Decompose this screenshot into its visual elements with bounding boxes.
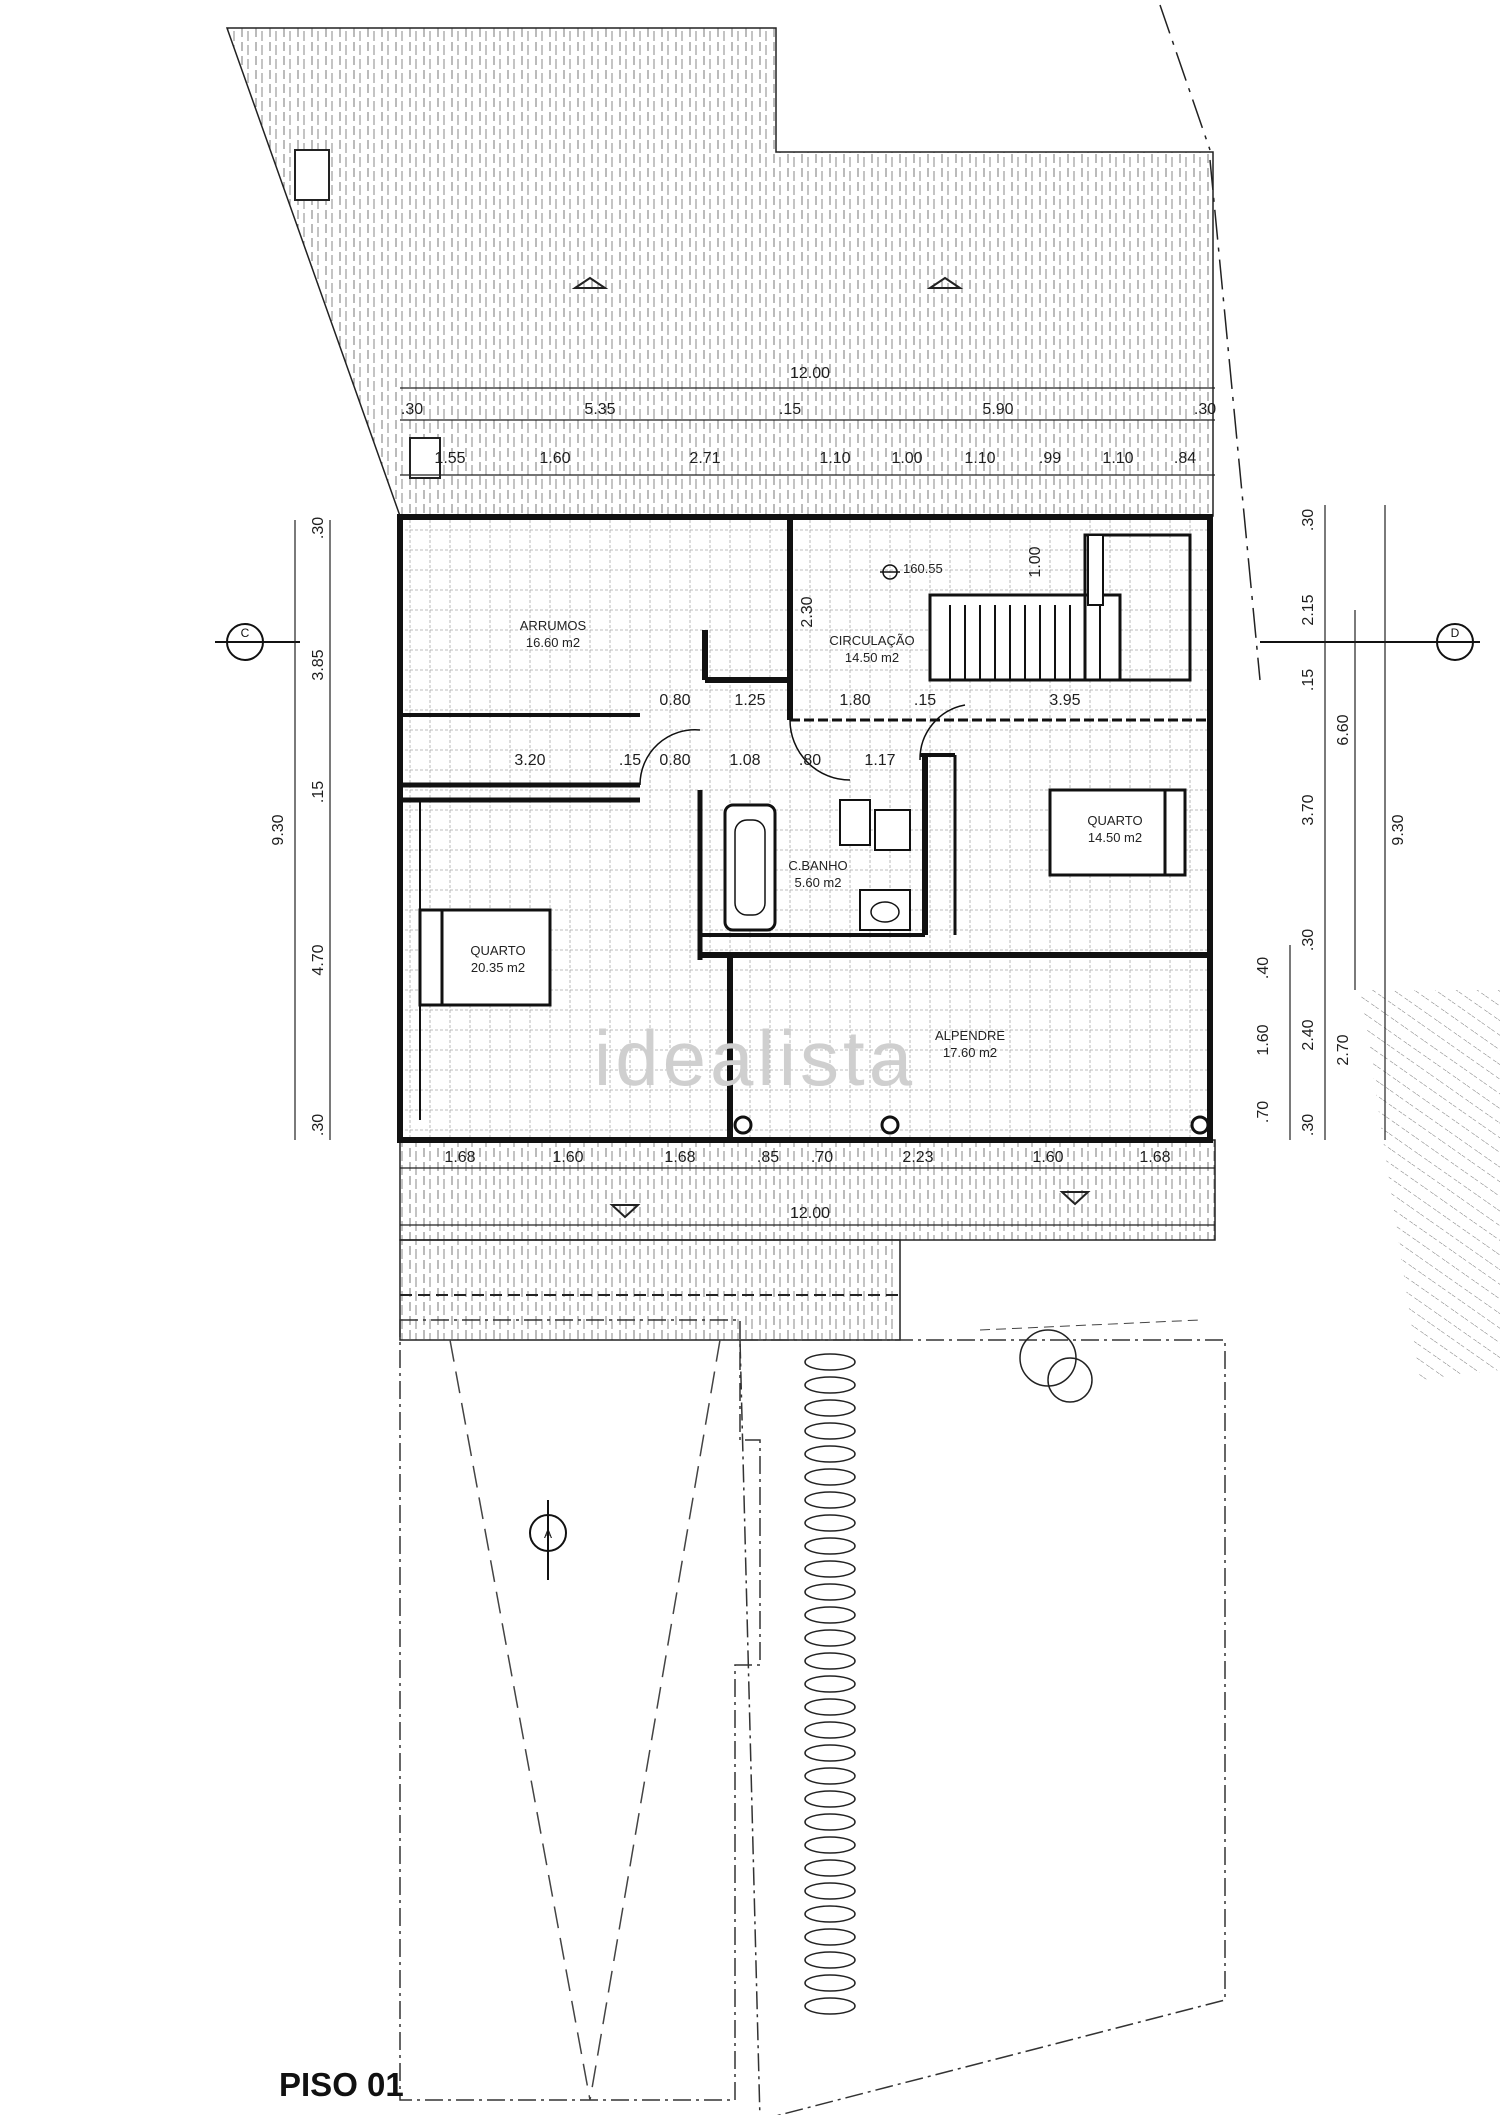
section-marker-c: C xyxy=(215,623,300,661)
dim-top-r2-g: .99 xyxy=(1039,450,1061,467)
dim-bot-b: 1.60 xyxy=(552,1149,583,1166)
dim-bot-h: 1.68 xyxy=(1139,1149,1170,1166)
dim-left-b: 3.85 xyxy=(310,649,327,680)
dim-top-r1-a: .30 xyxy=(401,401,423,418)
dim-stair-b: 1.00 xyxy=(1027,546,1044,577)
room-arrumos-name: ARRUMOS xyxy=(520,618,587,633)
dim-inner-r2-e: .80 xyxy=(799,752,821,769)
dim-bot-total: 12.00 xyxy=(790,1205,830,1222)
room-alpendre-name: ALPENDRE xyxy=(935,1028,1005,1043)
dim-top-r2-b: 1.60 xyxy=(539,450,570,467)
dim-inner-r2-d: 1.08 xyxy=(729,752,760,769)
dim-bot-e: .70 xyxy=(811,1149,833,1166)
room-banho-area: 5.60 m2 xyxy=(795,875,842,890)
section-a-label: A xyxy=(544,1527,552,1541)
dim-bot-g: 1.60 xyxy=(1032,1149,1063,1166)
dim-right-low-b2: .30 xyxy=(1300,1114,1317,1136)
room-quarto-east-area: 14.50 m2 xyxy=(1088,830,1142,845)
room-arrumos-area: 16.60 m2 xyxy=(526,635,580,650)
dim-inner-r1-b: 1.25 xyxy=(734,692,765,709)
dim-right-d: 3.70 xyxy=(1300,794,1317,825)
dimension-lines xyxy=(294,387,1386,1226)
dim-right-low-c: 2.70 xyxy=(1335,1034,1352,1065)
dim-left-c: .15 xyxy=(310,781,327,803)
dim-top-r1-c: .15 xyxy=(779,401,801,418)
dim-top-r2-f: 1.10 xyxy=(964,450,995,467)
dim-top-r2-d: 1.10 xyxy=(819,450,850,467)
dim-right-c: .15 xyxy=(1300,669,1317,691)
dim-right-a: .30 xyxy=(1300,509,1317,531)
room-alpendre-area: 17.60 m2 xyxy=(943,1045,997,1060)
dim-inner-r1-e: 3.95 xyxy=(1049,692,1080,709)
dim-stair-a: 2.30 xyxy=(799,596,816,627)
room-banho-name: C.BANHO xyxy=(788,858,847,873)
dim-right-low-a3: .70 xyxy=(1255,1101,1272,1123)
dim-right-low-a1: .40 xyxy=(1255,957,1272,979)
dim-top-r2-h: 1.10 xyxy=(1102,450,1133,467)
dim-top-r2-a: 1.55 xyxy=(434,450,465,467)
dim-top-r2-e: 1.00 xyxy=(891,450,922,467)
dim-inner-r2-b: .15 xyxy=(619,752,641,769)
level-marker: 160.55 xyxy=(880,561,943,580)
dim-right-low-a2: 1.60 xyxy=(1255,1024,1272,1055)
floor-label: PISO 01 xyxy=(279,2066,404,2103)
dim-top-r2-c: 2.71 xyxy=(689,450,720,467)
section-d-label: D xyxy=(1451,626,1460,640)
dim-inner-r2-c: 0.80 xyxy=(659,752,690,769)
dim-left-a: .30 xyxy=(310,517,327,539)
dim-bot-a: 1.68 xyxy=(444,1149,475,1166)
dim-top-r1-d: 5.90 xyxy=(982,401,1013,418)
dim-inner-r2-f: 1.17 xyxy=(864,752,895,769)
dim-bot-c: 1.68 xyxy=(664,1149,695,1166)
room-quarto-west-name: QUARTO xyxy=(470,943,525,958)
section-c-label: C xyxy=(241,626,250,640)
dim-right-mid: 6.60 xyxy=(1335,714,1352,745)
dim-top-r1-e: .30 xyxy=(1194,401,1216,418)
dim-bot-f: 2.23 xyxy=(902,1149,933,1166)
dim-right-total: 9.30 xyxy=(1390,814,1407,845)
room-circulacao-area: 14.50 m2 xyxy=(845,650,899,665)
section-marker-a: A xyxy=(529,1500,567,1580)
dim-left-total: 9.30 xyxy=(270,814,287,845)
dim-top-total: 12.00 xyxy=(790,365,830,382)
section-marker-d: D xyxy=(1260,623,1480,661)
dim-right-e: .30 xyxy=(1300,929,1317,951)
building xyxy=(397,514,1213,1143)
level-mark-text: 160.55 xyxy=(903,561,943,576)
dim-inner-r1-c: 1.80 xyxy=(839,692,870,709)
stepping-stones xyxy=(804,1353,856,2015)
watermark: idealista xyxy=(594,1014,916,1102)
room-circulacao-name: CIRCULAÇÃO xyxy=(829,633,914,648)
dim-bot-d: .85 xyxy=(757,1149,779,1166)
dim-left-e: .30 xyxy=(310,1114,327,1136)
dim-left-d: 4.70 xyxy=(310,944,327,975)
dim-inner-r1-d: .15 xyxy=(914,692,936,709)
garden xyxy=(399,990,1500,2115)
dim-inner-r1-a: 0.80 xyxy=(659,692,690,709)
dim-top-r2-i: .84 xyxy=(1174,450,1196,467)
room-quarto-west-area: 20.35 m2 xyxy=(471,960,525,975)
room-quarto-east-name: QUARTO xyxy=(1087,813,1142,828)
dim-top-r1-b: 5.35 xyxy=(584,401,615,418)
dim-inner-r2-a: 3.20 xyxy=(514,752,545,769)
terrace-south xyxy=(399,1139,1216,1341)
dim-right-low-b1: 2.40 xyxy=(1300,1019,1317,1050)
dim-right-b: 2.15 xyxy=(1300,594,1317,625)
